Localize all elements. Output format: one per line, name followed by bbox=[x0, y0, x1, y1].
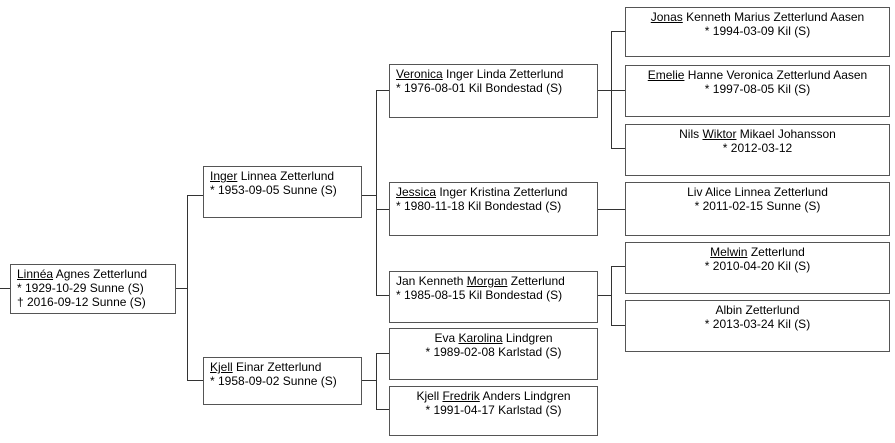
person-name: Jonas Kenneth Marius Zetterlund Aasen bbox=[650, 10, 865, 24]
birth-date: * 1989-02-08 Karlstad (S) bbox=[425, 345, 562, 359]
connector-inger-children bbox=[362, 90, 389, 296]
person-box-liv[interactable]: Liv Alice Linnea Zetterlund * 2011-02-15… bbox=[625, 182, 890, 236]
person-box-emelie[interactable]: Emelie Hanne Veronica Zetterlund Aasen *… bbox=[625, 65, 890, 117]
person-box-eva[interactable]: Eva Karolina Lindgren * 1989-02-08 Karls… bbox=[389, 328, 598, 380]
birth-date: * 2010-04-20 Kil (S) bbox=[704, 259, 811, 273]
person-box-inger[interactable]: Inger Linnea Zetterlund * 1953-09-05 Sun… bbox=[203, 166, 362, 218]
person-box-linnea[interactable]: Linnéa Agnes Zetterlund * 1929-10-29 Sun… bbox=[10, 264, 176, 314]
birth-date: * 1991-04-17 Karlstad (S) bbox=[425, 403, 562, 417]
person-box-jan[interactable]: Jan Kenneth Morgan Zetterlund * 1985-08-… bbox=[389, 271, 598, 323]
connector-veronica-children bbox=[598, 31, 625, 149]
person-name: Melwin Zetterlund bbox=[710, 245, 805, 259]
person-name: Kjell Fredrik Anders Lindgren bbox=[416, 389, 571, 403]
birth-date: * 1958-09-02 Sunne (S) bbox=[210, 374, 337, 388]
person-name: Jessica Inger Kristina Zetterlund bbox=[396, 185, 568, 199]
person-name: Liv Alice Linnea Zetterlund bbox=[687, 185, 828, 199]
birth-date: * 2013-03-24 Kil (S) bbox=[704, 317, 811, 331]
person-name: Albin Zetterlund bbox=[715, 303, 800, 317]
person-name: Veronica Inger Linda Zetterlund bbox=[396, 67, 564, 81]
birth-date: * 2012-03-12 bbox=[722, 141, 793, 155]
birth-date: * 1953-09-05 Sunne (S) bbox=[210, 183, 337, 197]
connector-linnea-children bbox=[176, 195, 203, 381]
person-box-kjell-fredrik[interactable]: Kjell Fredrik Anders Lindgren * 1991-04-… bbox=[389, 386, 598, 436]
connector-jan-children bbox=[598, 266, 625, 326]
person-name: Eva Karolina Lindgren bbox=[434, 331, 553, 345]
person-box-jonas[interactable]: Jonas Kenneth Marius Zetterlund Aasen * … bbox=[625, 7, 890, 57]
birth-date: * 1929-10-29 Sunne (S) bbox=[17, 281, 144, 295]
birth-date: * 1976-08-01 Kil Bondestad (S) bbox=[396, 81, 563, 95]
person-box-albin[interactable]: Albin Zetterlund * 2013-03-24 Kil (S) bbox=[625, 300, 890, 352]
birth-date: * 1985-08-15 Kil Bondestad (S) bbox=[396, 288, 563, 302]
person-name: Linnéa Agnes Zetterlund bbox=[17, 267, 148, 281]
person-name: Emelie Hanne Veronica Zetterlund Aasen bbox=[647, 68, 868, 82]
birth-date: * 2011-02-15 Sunne (S) bbox=[694, 199, 821, 213]
birth-date: * 1980-11-18 Kil Bondestad (S) bbox=[396, 199, 562, 213]
person-box-jessica[interactable]: Jessica Inger Kristina Zetterlund * 1980… bbox=[389, 182, 598, 236]
person-box-veronica[interactable]: Veronica Inger Linda Zetterlund * 1976-0… bbox=[389, 64, 598, 118]
death-date: † 2016-09-12 Sunne (S) bbox=[17, 295, 146, 309]
person-box-kjell[interactable]: Kjell Einar Zetterlund * 1958-09-02 Sunn… bbox=[203, 357, 362, 405]
person-name: Inger Linnea Zetterlund bbox=[210, 169, 335, 183]
person-box-melwin[interactable]: Melwin Zetterlund * 2010-04-20 Kil (S) bbox=[625, 242, 890, 294]
person-name: Kjell Einar Zetterlund bbox=[210, 360, 322, 374]
birth-date: * 1997-08-05 Kil (S) bbox=[704, 82, 811, 96]
person-box-nils[interactable]: Nils Wiktor Mikael Johansson * 2012-03-1… bbox=[625, 124, 890, 176]
person-name: Nils Wiktor Mikael Johansson bbox=[679, 127, 836, 141]
birth-date: * 1994-03-09 Kil (S) bbox=[704, 24, 811, 38]
person-name: Jan Kenneth Morgan Zetterlund bbox=[396, 274, 565, 288]
connector-kjell-children bbox=[362, 353, 389, 410]
